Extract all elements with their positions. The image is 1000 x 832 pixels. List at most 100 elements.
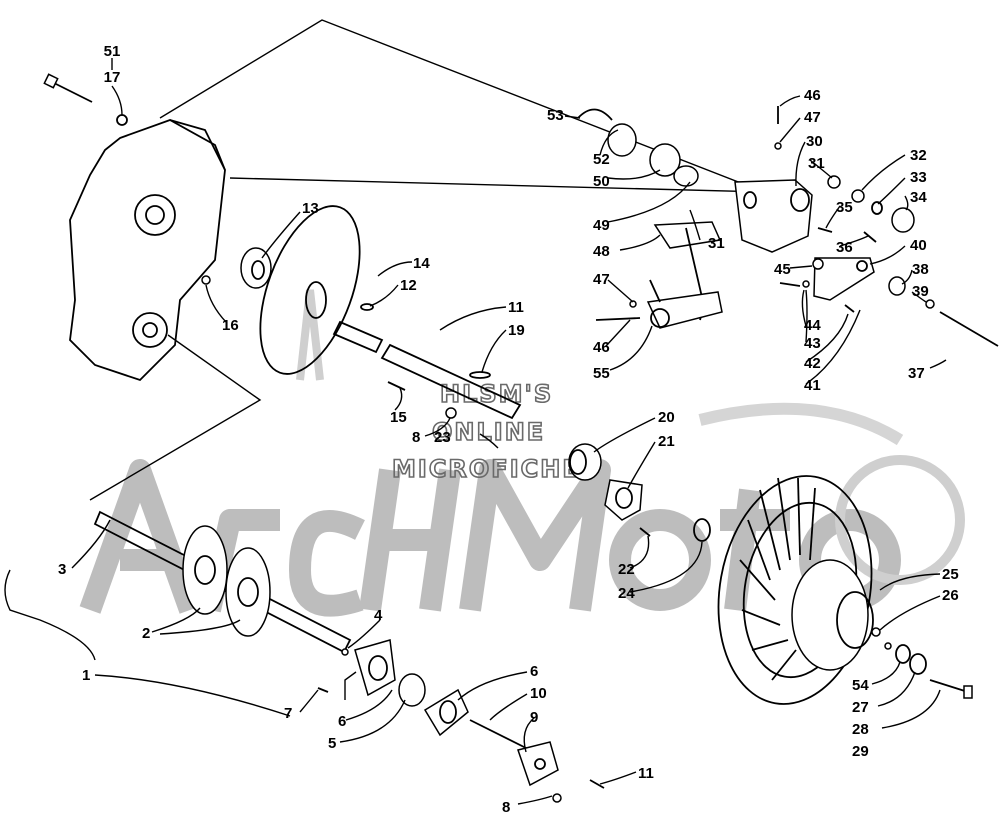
callout-18: 17 (104, 69, 121, 86)
washer-43 (802, 280, 810, 288)
callout-51: 51 (104, 43, 121, 60)
callout-1: 1 (82, 667, 90, 684)
callout-12: 11 (508, 299, 524, 316)
callout-23: 23 (434, 429, 451, 446)
callout-27: 27 (852, 699, 869, 716)
lever-55 (646, 279, 723, 329)
seal-4 (341, 648, 349, 656)
watermark-line-3: MICROFICHE (392, 455, 581, 483)
bearing-flange-2 (423, 688, 469, 737)
washer-47-upper (774, 142, 782, 150)
callout-52: 52 (593, 151, 610, 168)
callout-22: 22 (618, 561, 635, 578)
spring-31-upper (827, 175, 841, 189)
callout-17: 16 (222, 317, 239, 334)
washer-33 (871, 201, 883, 215)
callout-55: 55 (593, 365, 610, 382)
callout-45: 45 (774, 261, 791, 278)
bolt-29 (929, 679, 973, 699)
spline-shaft-15 (332, 320, 384, 354)
washer-24 (693, 518, 711, 542)
bearing-flange (354, 639, 396, 697)
puck-49 (673, 165, 699, 187)
plate-52 (607, 123, 637, 157)
bushing-38 (888, 276, 906, 296)
callout-7: 7 (284, 705, 292, 722)
nut-8-bottom (552, 793, 562, 803)
pin-36 (863, 231, 877, 243)
clip-39 (925, 299, 935, 309)
nut-17 (201, 275, 211, 285)
pin-44 (779, 282, 801, 287)
nut-23 (445, 407, 457, 419)
key-26 (871, 627, 881, 637)
bolt-10 (589, 779, 605, 789)
chaincase-housing (69, 119, 226, 382)
callout-26: 26 (942, 587, 959, 604)
flange-21 (604, 479, 643, 521)
callout-6-lower: 6 (338, 713, 346, 730)
watermark-line-2: ONLINE (432, 418, 545, 446)
callout-35: 35 (836, 199, 853, 216)
callout-25: 25 (942, 566, 959, 583)
pin-42 (844, 304, 855, 313)
callout-16: 15 (390, 409, 407, 426)
callout-50: 50 (593, 173, 610, 190)
callout-24: 24 (618, 585, 635, 602)
callout-28: 28 (852, 721, 869, 738)
callout-41: 41 (804, 377, 821, 394)
callout-31-lower: 31 (708, 235, 725, 252)
callout-30: 30 (806, 133, 823, 150)
cover-9 (517, 741, 559, 787)
callout-40: 40 (910, 237, 927, 254)
callout-8-lower: 8 (502, 799, 510, 816)
callout-43: 43 (804, 335, 821, 352)
callout-31-upper: 31 (808, 155, 825, 172)
pin-35 (817, 227, 833, 233)
key-13 (360, 303, 374, 311)
callout-34: 34 (910, 189, 927, 206)
callout-54: 54 (852, 677, 869, 694)
drive-shaft (93, 510, 352, 654)
bolt (43, 73, 93, 103)
callout-15: 14 (413, 255, 430, 272)
linkage-40 (813, 257, 875, 301)
callout-14: 13 (302, 200, 319, 217)
callout-42: 42 (804, 355, 821, 372)
callout-49: 49 (593, 217, 610, 234)
washer-27 (895, 644, 911, 664)
callout-2: 2 (142, 625, 150, 642)
assembly-outline-top (159, 19, 765, 193)
callout-32: 32 (910, 147, 927, 164)
washer (116, 114, 128, 126)
rod-37 (939, 311, 999, 347)
callout-10: 11 (638, 765, 654, 782)
callout-29: 29 (852, 743, 869, 760)
callout-21: 21 (658, 433, 675, 450)
bolt-46-lower (595, 317, 641, 321)
key-19 (469, 371, 491, 379)
callout-39: 39 (912, 283, 929, 300)
callout-38: 38 (912, 261, 929, 278)
brake-caliper-assembly (734, 179, 813, 253)
callout-36: 36 (836, 239, 853, 256)
callout-37: 37 (908, 365, 925, 382)
bearing-5 (398, 673, 426, 707)
callout-47-upper: 47 (804, 109, 821, 126)
puck-50 (649, 143, 681, 177)
washer-47-lower (629, 300, 637, 308)
callout-46-lower: 46 (593, 339, 610, 356)
nut-32 (851, 189, 865, 203)
callout-3: 3 (58, 561, 66, 578)
washer-28 (909, 653, 927, 675)
callout-53: 53 (547, 107, 564, 124)
washer-54 (884, 642, 892, 650)
leader-lines (4, 58, 947, 805)
callout-44: 44 (804, 317, 821, 334)
callout-13: 12 (400, 277, 417, 294)
callout-9: 9 (530, 709, 538, 726)
callout-20: 20 (658, 409, 675, 426)
driven-sprocket (717, 475, 874, 705)
callout-48: 48 (593, 243, 610, 260)
